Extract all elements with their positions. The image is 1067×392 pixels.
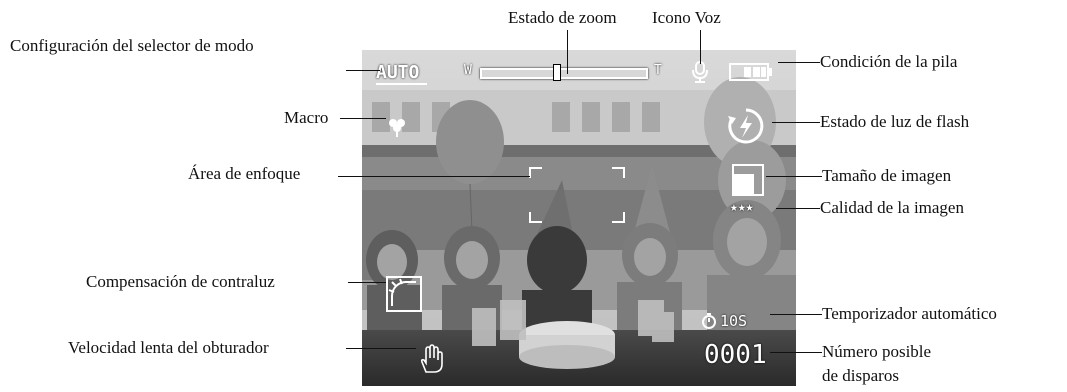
hand-shake-icon	[420, 344, 443, 373]
backlight-icon	[386, 276, 422, 312]
leader-image-size	[766, 176, 822, 177]
zoom-tele-label: T	[654, 63, 662, 78]
shots-remaining: 0001	[704, 340, 767, 370]
leader-image-quality	[776, 208, 820, 209]
zoom-position-marker	[552, 64, 561, 81]
image-size-icon	[732, 164, 764, 196]
leader-focus	[338, 176, 530, 177]
self-timer-icon	[702, 313, 716, 329]
callout-mode-selector: Configuración del selector de modo	[10, 36, 254, 55]
callout-macro: Macro	[284, 108, 329, 127]
callout-zoom: Estado de zoom	[508, 8, 617, 27]
leader-macro	[340, 118, 386, 119]
callout-focus: Área de enfoque	[188, 164, 301, 183]
callout-self-timer: Temporizador automático	[822, 304, 997, 323]
zoom-track	[480, 68, 648, 79]
callout-voice: Icono Voz	[652, 8, 721, 27]
mode-indicator: AUTO	[376, 62, 428, 85]
leader-battery	[778, 62, 820, 63]
callout-flash: Estado de luz de flash	[820, 112, 970, 131]
leader-voice	[700, 30, 701, 64]
leader-mode-selector	[346, 70, 380, 71]
callout-shots-line1: Número posible	[822, 342, 932, 361]
callout-slow-shutter: Velocidad lenta del obturador	[68, 338, 269, 357]
lcd-preview: AUTO W T ★★★	[362, 50, 796, 386]
leader-flash	[772, 122, 820, 123]
callout-shots-line2: de disparos	[822, 366, 899, 385]
callout-battery: Condición de la pila	[820, 52, 958, 71]
zoom-bar: W T	[464, 63, 664, 81]
flash-off-icon	[728, 108, 764, 144]
quality-stars: ★★★	[730, 200, 754, 215]
self-timer-value: 10S	[720, 312, 748, 330]
leader-zoom	[567, 30, 568, 74]
leader-slow-shutter	[346, 348, 416, 349]
party-photo	[362, 50, 796, 386]
leader-backlight	[348, 282, 386, 283]
battery-icon	[729, 63, 772, 81]
callout-image-quality: Calidad de la imagen	[820, 198, 964, 217]
zoom-wide-label: W	[464, 63, 472, 78]
leader-self-timer	[770, 314, 822, 315]
leader-shots	[770, 352, 822, 353]
callout-image-size: Tamaño de imagen	[822, 166, 952, 185]
callout-backlight: Compensación de contraluz	[86, 272, 275, 291]
macro-flower-icon	[389, 119, 405, 137]
